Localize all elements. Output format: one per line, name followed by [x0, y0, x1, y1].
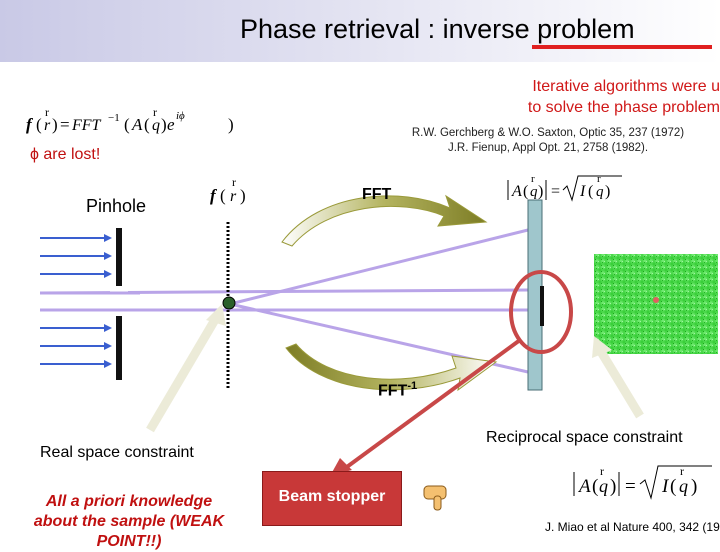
svg-text:q: q [152, 117, 160, 134]
phase-lost-label: ϕ are lost! [30, 146, 101, 163]
svg-text:(: ( [124, 115, 130, 134]
diffraction-pattern [594, 254, 718, 354]
svg-text:=: = [60, 115, 70, 134]
svg-text:): ) [228, 115, 234, 134]
svg-text:r: r [45, 105, 49, 119]
svg-text:r: r [44, 117, 51, 134]
pinhole-label: Pinhole [86, 196, 147, 216]
detector-plate [527, 199, 543, 391]
svg-text:q: q [599, 476, 608, 496]
svg-text:): ) [161, 115, 167, 134]
svg-text:f: f [26, 115, 34, 134]
svg-text:r: r [680, 464, 684, 478]
svg-text:(: ( [670, 476, 676, 497]
svg-text:r: r [153, 105, 157, 119]
reciprocal-space-constraint-label: Reciprocal space constraint [486, 429, 683, 446]
miao-reference: J. Miao et al Nature 400, 342 (19 [545, 520, 720, 534]
svg-text:f: f [210, 186, 218, 205]
svg-text:I: I [579, 183, 586, 200]
beam-stopper-pointer [338, 338, 522, 474]
svg-text:(: ( [592, 476, 598, 497]
svg-text:A: A [577, 476, 591, 497]
svg-text:q: q [530, 184, 538, 200]
svg-text:q: q [679, 476, 688, 496]
page-title: Phase retrieval : inverse problem [240, 14, 635, 44]
svg-text:iϕ: iϕ [176, 110, 185, 122]
svg-text:): ) [52, 115, 58, 134]
svg-text:I: I [661, 476, 670, 497]
fft-arrow [281, 194, 488, 247]
f-of-r-label: f ( r r ) [210, 175, 246, 205]
svg-text:(: ( [144, 115, 150, 134]
a-priori-knowledge-note: All a priori knowledge about the sample … [33, 493, 225, 550]
svg-text:r: r [531, 173, 535, 185]
svg-text:=: = [551, 183, 560, 200]
svg-text:−1: −1 [108, 112, 120, 124]
svg-text:r: r [600, 464, 604, 478]
reciprocal-space-pointer [596, 347, 644, 419]
main-equation: f ( r r ) = FFT −1 ( A ( q r ) e iϕ ) [26, 105, 234, 134]
svg-text:A: A [131, 115, 143, 134]
incoming-beams [40, 234, 112, 368]
svg-text:FFT: FFT [71, 117, 102, 134]
sample-dot [222, 296, 236, 310]
references: R.W. Gerchberg & W.O. Saxton, Optic 35, … [380, 126, 716, 156]
svg-text:): ) [240, 186, 246, 205]
real-space-constraint-label: Real space constraint [40, 444, 194, 461]
real-space-pointer [146, 315, 220, 433]
fft-label: FFT [362, 186, 392, 203]
fft-inverse-label: FFT-1 [378, 380, 418, 400]
svg-text:(: ( [523, 183, 528, 200]
svg-text:): ) [691, 476, 697, 497]
beam-stopper-highlight [509, 270, 573, 354]
svg-text:): ) [538, 183, 543, 200]
fft-inverse-arrow [285, 343, 498, 392]
beam-stop-bar [540, 286, 544, 326]
svg-text:=: = [625, 476, 636, 497]
amplitude-equation-top: A ( q r ) = I ( q r ) [507, 173, 622, 202]
svg-text:(: ( [588, 183, 593, 200]
amplitude-equation-bottom: A ( q r ) = I ( q r ) [573, 464, 712, 500]
svg-text:q: q [596, 184, 604, 200]
header-band [0, 0, 720, 62]
svg-text:(: ( [220, 186, 226, 205]
svg-text:): ) [605, 183, 610, 200]
diffraction-center [653, 297, 659, 303]
svg-text:): ) [610, 476, 616, 497]
svg-text:A: A [511, 183, 522, 200]
iterative-algorithms-note: Iterative algorithms were u to solve the… [527, 78, 720, 116]
svg-text:r: r [230, 188, 237, 205]
svg-text:(: ( [36, 115, 42, 134]
reference-gerchberg: R.W. Gerchberg & W.O. Saxton, Optic 35, … [411, 127, 685, 139]
beam-stopper-box: Beam stopper [262, 471, 402, 526]
reference-fienup: J.R. Fienup, Appl Opt. 21, 2758 (1982). [447, 142, 649, 154]
title-underline [532, 45, 712, 49]
diagram: f ( r r ) = FFT −1 ( A ( q r ) e iϕ ) f … [26, 105, 718, 511]
thumbs-down-icon [423, 485, 447, 511]
svg-text:e: e [167, 115, 175, 134]
svg-text:r: r [232, 175, 236, 189]
svg-text:r: r [597, 173, 601, 185]
